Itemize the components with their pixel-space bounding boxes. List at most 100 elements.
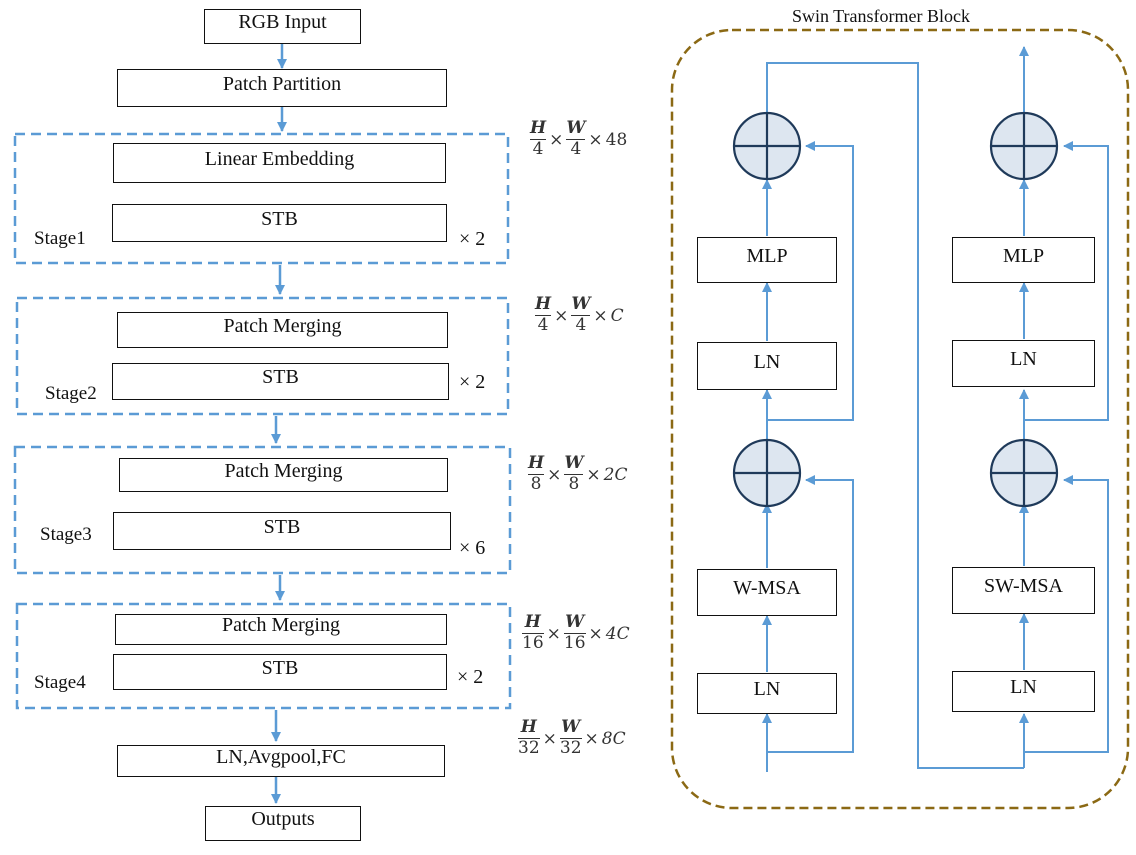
dim-tail: 4C <box>605 623 630 644</box>
dim-times: × <box>542 728 557 749</box>
dim-den: 4 <box>570 139 582 160</box>
col2-ln-bottom-label: LN <box>1010 676 1037 698</box>
dim-num: W <box>564 453 584 473</box>
dim-num: W <box>561 717 581 737</box>
stage1-border <box>13 132 510 265</box>
col1-residual-upper <box>767 141 854 421</box>
stage3-top-label: Patch Merging <box>224 459 343 482</box>
dim-num: H <box>520 717 537 737</box>
head-label: LN,Avgpool,FC <box>216 745 346 768</box>
dim-den: 32 <box>518 738 540 759</box>
dim-den: 4 <box>537 315 549 336</box>
stage2-stb-label: STB <box>262 366 299 388</box>
col1-mlp-label: MLP <box>746 244 788 267</box>
col1-wmsa-box: W-MSA <box>697 569 837 616</box>
dim-num: W <box>566 118 586 138</box>
stage3-border <box>13 445 512 575</box>
stage1-stb-box: STB <box>112 204 447 242</box>
col2-add-lower-icon <box>989 438 1059 508</box>
col1-wmsa-label: W-MSA <box>733 577 801 599</box>
col2-ln-top-label: LN <box>1010 348 1037 370</box>
stage2-top-label: Patch Merging <box>223 314 342 337</box>
stage2-stb-box: STB <box>112 363 449 400</box>
patch-partition-label: Patch Partition <box>222 72 342 95</box>
dim-num: H <box>530 118 547 138</box>
dim-num: H <box>524 612 541 632</box>
col1-ln-bottom-label: LN <box>753 678 781 700</box>
col2-mlp-label: MLP <box>1002 244 1045 267</box>
dim-times: × <box>554 305 569 326</box>
dim-den: 4 <box>575 315 587 336</box>
stage3-label: Stage3 <box>40 524 92 545</box>
col1-ln-top-box: LN <box>697 342 837 390</box>
dim-times: × <box>547 464 562 485</box>
col2-residual-lower <box>1024 475 1109 753</box>
dim-den: 16 <box>563 633 586 654</box>
dim-den: 8 <box>530 474 542 495</box>
col1-ln-top-label: LN <box>753 350 781 373</box>
dim-num: W <box>571 294 591 314</box>
stage4-patch-merging-box: Patch Merging <box>115 614 447 645</box>
rgb-input-label: RGB Input <box>238 11 327 33</box>
dim-times: × <box>588 129 603 150</box>
dim-tail: 48 <box>605 129 628 150</box>
stage4-border <box>15 602 512 710</box>
stage2-border <box>15 296 510 416</box>
dim-times: × <box>593 305 608 326</box>
dim-den: 16 <box>522 633 544 654</box>
stage4-stb-box: STB <box>113 654 447 690</box>
dim-times: × <box>549 129 564 150</box>
col1-to-col2-link <box>766 62 1024 769</box>
dim-times: × <box>586 464 601 485</box>
stage2-label: Stage2 <box>45 383 97 404</box>
dim-tail: C <box>610 305 624 326</box>
dim-den: 8 <box>568 474 580 495</box>
dim-den: 4 <box>532 139 544 160</box>
stage2-repeat: × 2 <box>459 371 486 393</box>
dim-num: H <box>535 294 552 314</box>
stage3-repeat: × 6 <box>459 537 486 559</box>
stage4-top-label: Patch Merging <box>222 614 340 636</box>
dim-tail: 2C <box>603 464 628 485</box>
col2-ln-bottom-box: LN <box>952 671 1095 712</box>
stage1-repeat: × 2 <box>459 228 486 250</box>
dim-num: H <box>528 453 545 473</box>
swin-block-border <box>670 28 1130 810</box>
patch-partition-box: Patch Partition <box>117 69 447 107</box>
stage2-patch-merging-box: Patch Merging <box>117 312 448 348</box>
stage1-stb-label: STB <box>261 207 298 230</box>
dim-tail: 8C <box>601 728 626 749</box>
stage3-patch-merging-box: Patch Merging <box>119 458 448 492</box>
dim-times: × <box>546 623 561 644</box>
col1-mlp-box: MLP <box>697 237 837 283</box>
stage4-stb-label: STB <box>261 656 299 679</box>
stage1-linear-embedding-box: Linear Embedding <box>113 143 446 183</box>
stage1-top-label: Linear Embedding <box>204 147 355 170</box>
outputs-box: Outputs <box>205 806 361 841</box>
rgb-input-box: RGB Input <box>204 9 361 44</box>
dim-num: W <box>565 612 585 632</box>
col1-add-lower-icon <box>732 438 802 508</box>
stage3-stb-box: STB <box>113 512 451 550</box>
stage4-label: Stage4 <box>34 672 86 693</box>
stage3-stb-label: STB <box>263 515 301 538</box>
dim-times: × <box>588 623 603 644</box>
col2-add-upper-icon <box>989 111 1059 181</box>
outputs-label: Outputs <box>251 808 315 830</box>
swin-block-title: Swin Transformer Block <box>792 6 971 26</box>
dim-times: × <box>584 728 599 749</box>
col2-residual-upper <box>1024 141 1109 421</box>
col1-residual-lower <box>767 475 854 753</box>
col2-swmsa-label: SW-MSA <box>984 575 1063 597</box>
stage4-repeat: × 2 <box>457 666 484 688</box>
head-box: LN,Avgpool,FC <box>117 745 445 777</box>
dim-den: 32 <box>559 738 582 759</box>
col1-add-upper-icon <box>732 111 802 181</box>
col2-ln-top-box: LN <box>952 340 1095 387</box>
col2-mlp-box: MLP <box>952 237 1095 283</box>
